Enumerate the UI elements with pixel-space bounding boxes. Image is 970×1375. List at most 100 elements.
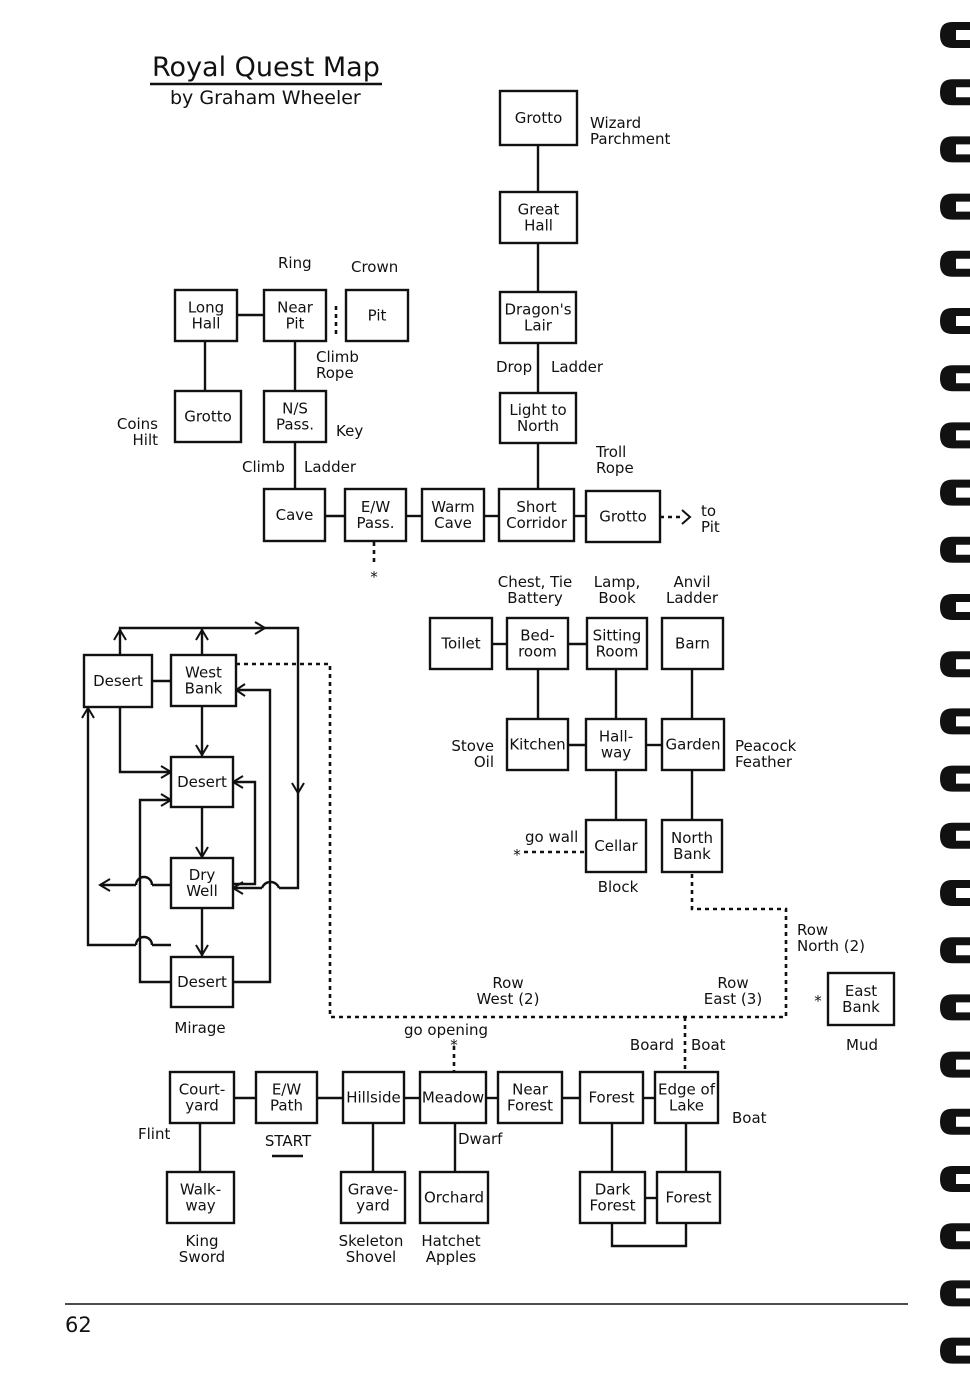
label-line: Battery bbox=[507, 589, 563, 607]
label-line: Oil bbox=[474, 753, 494, 771]
label-line: * bbox=[450, 1036, 458, 1054]
room-desert-1: Desert bbox=[82, 653, 154, 709]
room-toilet: Toilet bbox=[428, 616, 494, 671]
room-garden: Garden bbox=[660, 717, 726, 772]
room-label: Near bbox=[277, 299, 314, 317]
room-label: Light to bbox=[509, 401, 566, 419]
room-label: way bbox=[185, 1197, 215, 1215]
room-label: Lake bbox=[669, 1097, 704, 1115]
room-label: Pass. bbox=[276, 416, 314, 434]
binding-coil bbox=[940, 822, 970, 849]
label-line: Rope bbox=[596, 459, 634, 477]
label-mud: Mud bbox=[846, 1036, 878, 1054]
label-line: Feather bbox=[735, 753, 793, 771]
label-line: Boat bbox=[732, 1109, 767, 1127]
room-hillside: Hillside bbox=[341, 1070, 406, 1125]
room-courtyard: Court-yard bbox=[168, 1070, 236, 1125]
binding-coil bbox=[940, 651, 970, 678]
binding-coil bbox=[940, 422, 970, 449]
label-line: Ring bbox=[278, 254, 312, 272]
label-line: Parchment bbox=[590, 130, 671, 148]
label-line: West (2) bbox=[477, 990, 540, 1008]
label-line: START bbox=[265, 1132, 312, 1150]
label-line: Crown bbox=[351, 258, 398, 276]
room-label: Pass. bbox=[357, 514, 395, 532]
room-label: N/S bbox=[282, 400, 308, 418]
room-label: Cave bbox=[276, 506, 314, 524]
room-label: Toilet bbox=[440, 635, 480, 653]
spiral-binding bbox=[940, 22, 970, 1364]
map-title: Royal Quest Map bbox=[152, 52, 380, 83]
room-label: Walk- bbox=[180, 1181, 221, 1199]
room-desert-2: Desert bbox=[169, 755, 235, 809]
label-line: Mud bbox=[846, 1036, 878, 1054]
label-start: START bbox=[265, 1132, 312, 1150]
room-hallway: Hall-way bbox=[584, 717, 648, 772]
room-label: Garden bbox=[666, 736, 721, 754]
binding-coil bbox=[940, 193, 970, 220]
room-label: Meadow bbox=[422, 1089, 484, 1107]
label-line: Coins bbox=[117, 415, 158, 433]
label-line: * bbox=[814, 992, 822, 1010]
label-line: Row bbox=[492, 974, 523, 992]
room-label: Dark bbox=[595, 1181, 631, 1199]
label-climb: Climb bbox=[242, 458, 285, 476]
binding-coil bbox=[940, 594, 970, 620]
binding-coil bbox=[940, 708, 970, 735]
room-label: Near bbox=[512, 1081, 549, 1099]
label-line: Row bbox=[797, 921, 828, 939]
room-label: Sitting bbox=[593, 627, 642, 645]
room-barn: Barn bbox=[660, 616, 725, 671]
label-ladder-ns: Ladder bbox=[304, 458, 357, 476]
label-line: East (3) bbox=[704, 990, 762, 1008]
room-label: Orchard bbox=[424, 1189, 484, 1207]
label-line: Flint bbox=[138, 1125, 170, 1143]
label-star-cellar: * bbox=[513, 846, 521, 864]
label-line: Climb bbox=[316, 348, 359, 366]
binding-coil bbox=[940, 250, 970, 277]
page-number: 62 bbox=[65, 1313, 92, 1337]
room-label: Bed- bbox=[520, 627, 554, 645]
room-label: East bbox=[845, 982, 877, 1000]
room-label: Desert bbox=[177, 973, 227, 991]
binding-coil bbox=[940, 1223, 970, 1250]
room-label: yard bbox=[185, 1097, 219, 1115]
label-line: Dwarf bbox=[458, 1130, 503, 1148]
label-line: Book bbox=[598, 589, 636, 607]
binding-coil bbox=[940, 880, 970, 906]
label-key: Key bbox=[336, 422, 363, 440]
room-label: yard bbox=[356, 1197, 390, 1215]
label-line: Skeleton bbox=[339, 1232, 404, 1250]
room-label: room bbox=[518, 643, 557, 661]
binding-coil bbox=[940, 22, 970, 48]
room-grotto-right: Grotto bbox=[584, 489, 662, 544]
room-label: E/W bbox=[361, 498, 391, 516]
label-line: Ladder bbox=[551, 358, 604, 376]
label-line: Rope bbox=[316, 364, 354, 382]
label-line: Boat bbox=[691, 1036, 726, 1054]
room-label: Grave- bbox=[348, 1181, 399, 1199]
binding-coil bbox=[940, 79, 970, 106]
room-label: Bank bbox=[673, 845, 711, 863]
label-line: to bbox=[701, 502, 716, 520]
label-line: Ladder bbox=[666, 589, 719, 607]
room-label: West bbox=[185, 664, 222, 682]
label-line: Chest, Tie bbox=[498, 573, 573, 591]
